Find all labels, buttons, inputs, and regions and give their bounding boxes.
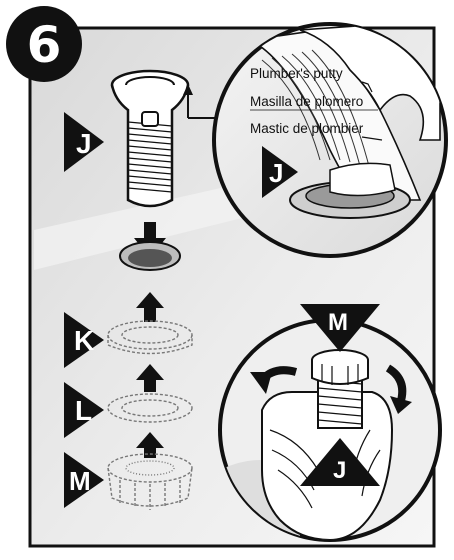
svg-text:J: J [333,457,346,484]
callout-line-en: Plumber's putty [250,66,343,81]
sink-hole [120,242,180,270]
svg-text:M: M [328,309,348,336]
svg-text:K: K [74,325,94,356]
putty-inset: J [214,20,446,256]
callout-line-fr: Mastic de plombier [250,121,364,136]
svg-text:J: J [76,128,92,159]
svg-text:L: L [75,395,92,426]
step-number-badge: 6 [6,6,82,82]
callout-line-es: Masilla de plomero [250,94,363,109]
svg-text:J: J [269,158,283,188]
step-number: 6 [27,16,62,74]
svg-text:M: M [69,466,91,496]
